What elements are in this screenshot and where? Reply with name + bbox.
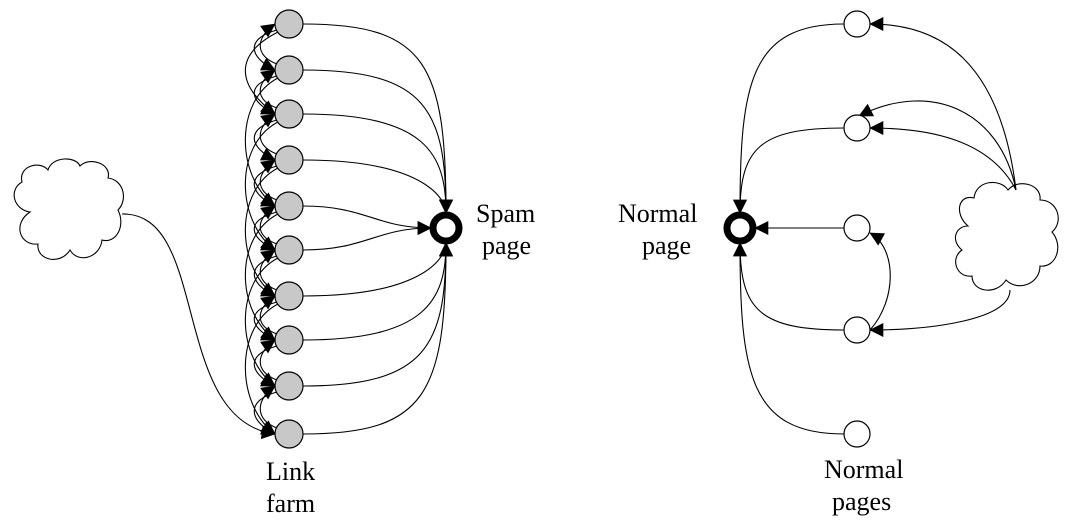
normal-page-node-small xyxy=(843,214,871,242)
cloud-to-farm-edge xyxy=(121,213,276,440)
cloud-to-normal-edge xyxy=(869,289,1011,337)
farm-to-spam-edge xyxy=(302,242,453,387)
farm-to-spam-edge xyxy=(302,242,453,297)
link-farm-panel: Spam page Link farm xyxy=(13,9,535,518)
spam-page-label-line1: Spam xyxy=(476,199,535,228)
farm-internal-edge xyxy=(244,31,279,115)
normal-page-node-small xyxy=(843,316,871,344)
normal-pages-nodes xyxy=(843,10,871,448)
farm-to-spam-edge xyxy=(302,23,453,214)
link-farm-node xyxy=(274,9,304,39)
normal-edges xyxy=(733,17,1017,435)
normal-to-target-edge xyxy=(733,242,845,331)
farm-internal-edge xyxy=(244,167,279,297)
farm-edges xyxy=(121,23,453,440)
normal-internal-edge xyxy=(869,232,891,331)
farm-to-spam-edge xyxy=(302,159,453,214)
farm-to-spam-edge xyxy=(302,221,432,251)
farm-internal-edge xyxy=(244,121,279,251)
normal-pages-label-line2: pages xyxy=(832,487,891,516)
farm-internal-edge xyxy=(244,77,279,207)
farm-internal-edge xyxy=(259,23,278,65)
normal-page-node-small xyxy=(843,420,871,448)
normal-to-target-edge xyxy=(733,127,845,214)
farm-to-spam-edge xyxy=(302,69,453,214)
external-cloud-right xyxy=(954,181,1059,291)
farm-internal-edge xyxy=(253,391,278,435)
normal-page-label-line2: page xyxy=(642,231,691,260)
normal-page-node-small xyxy=(843,114,871,142)
spam-page-node xyxy=(429,211,463,245)
normal-to-target-edge xyxy=(733,23,845,214)
farm-internal-edge xyxy=(244,303,279,435)
normal-pages-label-line1: Normal xyxy=(824,455,903,484)
link-farm-node xyxy=(274,99,304,129)
link-farm-label-line1: Link xyxy=(266,457,315,486)
external-cloud-left xyxy=(13,158,124,260)
farm-internal-edge xyxy=(253,29,278,71)
link-farm-node xyxy=(274,371,304,401)
cloud-to-normal-edge xyxy=(869,17,1017,191)
link-farm-node xyxy=(274,191,304,221)
farm-to-spam-edge xyxy=(302,205,432,235)
farm-to-spam-edge xyxy=(302,242,453,341)
link-farm-node xyxy=(274,55,304,85)
link-farm-node xyxy=(274,419,304,449)
farm-to-spam-edge xyxy=(302,113,453,214)
link-farm-nodes xyxy=(274,9,304,449)
link-farm-node xyxy=(274,281,304,311)
link-farm-node xyxy=(274,325,304,355)
normal-page-node xyxy=(723,211,757,245)
link-farm-node xyxy=(274,145,304,175)
cloud-to-normal-edge xyxy=(869,121,1017,191)
spam-page-label-line2: page xyxy=(482,231,531,260)
normal-page-panel: Normal page Normal pages xyxy=(618,10,1059,516)
farm-internal-edge xyxy=(244,257,279,387)
farm-internal-edge xyxy=(244,213,279,341)
farm-to-spam-edge xyxy=(302,242,453,435)
normal-page-label-line1: Normal xyxy=(618,199,697,228)
link-farm-node xyxy=(274,235,304,265)
cloud-to-normal-edge xyxy=(858,100,1017,191)
link-farm-label-line2: farm xyxy=(266,489,315,518)
normal-to-target-edge xyxy=(733,242,845,435)
normal-page-node-small xyxy=(843,10,871,38)
farm-internal-edge xyxy=(253,75,278,115)
